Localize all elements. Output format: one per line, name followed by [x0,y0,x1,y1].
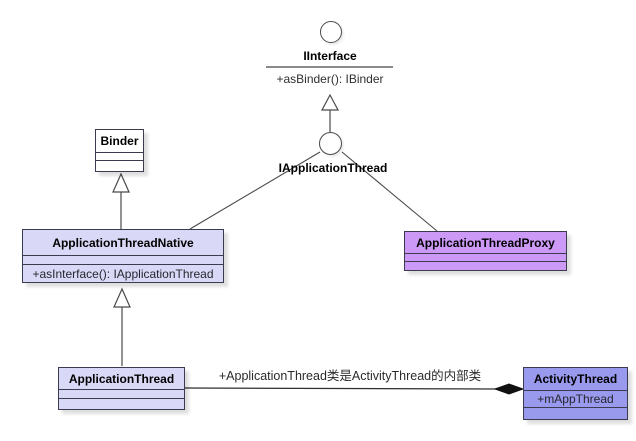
iapplicationthread-name: IApplicationThread [278,161,388,175]
iapplicationthread-circle[interactable] [319,132,342,155]
class-binder-methods [96,160,143,171]
class-application-thread-native-attributes [23,255,223,264]
iinterface-operation: +asBinder(): IBinder [276,72,384,86]
class-application-thread-methods [59,398,184,409]
class-binder-attributes [96,152,143,160]
class-application-thread-native-title: ApplicationThreadNative [52,235,194,250]
generalization-arrow-binder [112,172,130,193]
iinterface-circle[interactable] [320,21,342,43]
class-application-thread-proxy-methods [405,261,566,270]
class-binder-title: Binder [100,134,139,148]
class-activity-thread[interactable]: ActivityThread +mAppThread [523,367,628,420]
class-activity-thread-title: ActivityThread [533,372,618,386]
class-application-thread-native-methods: +asInterface(): IApplicationThread [23,264,223,282]
class-binder[interactable]: Binder [95,129,144,172]
class-application-thread-title: ApplicationThread [68,371,175,386]
iinterface-separator [266,66,393,68]
class-activity-thread-attributes: +mAppThread [524,390,627,407]
class-application-thread-proxy-title: ApplicationThreadProxy [416,235,555,250]
class-application-thread[interactable]: ApplicationThread [58,367,185,410]
composition-edge-label: +ApplicationThread类是ActivityThread的内部类 [218,369,482,383]
generalization-arrow-iinterface [321,93,339,111]
class-application-thread-proxy-attributes [405,253,566,261]
class-application-thread-attributes [59,389,184,398]
class-activity-thread-methods [524,407,627,419]
edge-composition-activitythread [184,387,498,390]
class-application-thread-native[interactable]: ApplicationThreadNative +asInterface(): … [22,229,224,283]
generalization-arrow-native [113,287,131,308]
class-application-thread-proxy[interactable]: ApplicationThreadProxy [404,231,567,271]
iinterface-name: IInterface [303,49,357,63]
composition-diamond [493,383,525,395]
